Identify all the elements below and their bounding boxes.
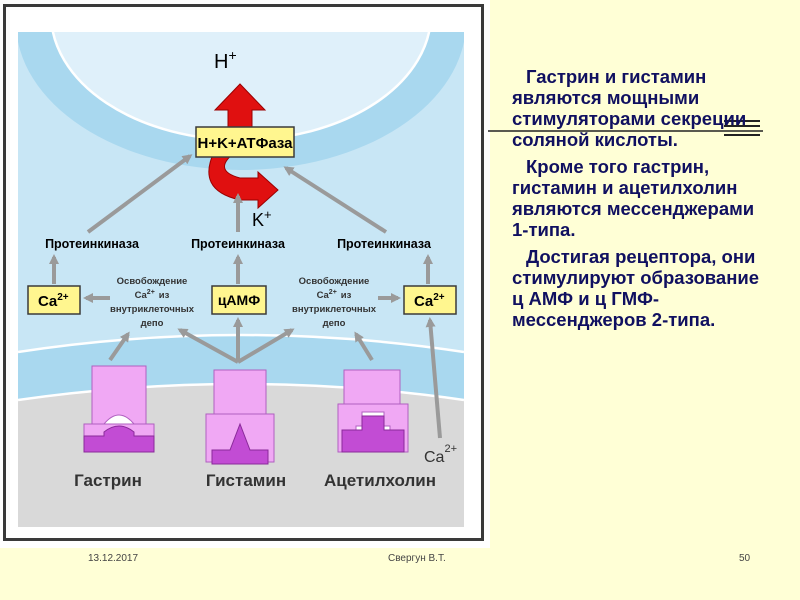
text-panel: Гастрин и гистамин являются мощными стим… [512,66,762,336]
svg-text:Ca2+из: Ca2+из [135,289,170,301]
acetylcholine-ligand [341,415,405,453]
ca-right-box [403,285,457,315]
ca-right-label: Ca2+ [414,292,445,310]
paragraph-2: Кроме того гастрин, гистамин и ацетилхол… [512,156,755,240]
svg-text:депо: депо [323,318,346,329]
release-text-left: Освобождение Ca2+из внутриклеточных депо [110,276,195,329]
gastrin-label: Гастрин [74,471,142,490]
footer-author: Свергун В.Т. [388,553,446,564]
ca-left-label: Ca2+ [38,292,69,310]
arrow-acetylcholine-to-release [354,331,374,362]
svg-text:Освобождение: Освобождение [117,276,188,287]
histamine-ligand [211,422,269,465]
svg-text:внутриклеточных: внутриклеточных [110,304,195,315]
arrow-extracellular-ca-entry [425,317,442,439]
histamine-receptor [205,369,275,465]
acetylcholine-label: Ацетилхолин [324,471,436,490]
gastrin-ligand [83,425,155,453]
histamine-label: Гистамин [206,471,286,490]
footer-page-number: 50 [739,553,751,564]
paragraph-3: Достигая рецептора, они стимулируют обра… [512,246,760,330]
release-text-right: Освобождение Ca2+из внутриклеточных депо [292,276,377,329]
ca-left-box [27,285,81,315]
potassium-pump-arrow-down [208,149,279,210]
footer-date: 13.12.2017 [88,553,139,564]
arrow-kinase-left-to-pump [86,154,193,234]
atpase-label: H+K+ATФаза [198,135,294,152]
decorative-lines [488,120,763,136]
gastrin-receptor [83,365,155,453]
svg-text:внутриклеточных: внутриклеточных [292,304,377,315]
kinase-right-label: Протеинкиназа [337,237,432,251]
arrow-histamine-to-release-right [236,328,295,364]
acetylcholine-receptor [337,369,409,453]
arrow-gastrin-to-release [108,331,130,362]
h-plus-label: H+ [214,47,237,73]
arrow-histamine-to-release-left [177,328,239,364]
svg-text:депо: депо [141,318,164,329]
camp-box [211,285,267,315]
atpase-box [195,126,295,158]
camp-label: цАМФ [218,292,260,308]
kinase-center-label: Протеинкиназа [191,237,286,251]
paragraph-1: Гастрин и гистамин являются мощными стим… [512,66,747,150]
extracellular-ca-label: Ca2+ [424,443,457,466]
parietal-cell-diagram: H+K+ATФаза H+ K+ Протеинкиназа Протеинки… [18,32,464,527]
k-plus-label: K+ [252,207,272,230]
arrow-kinase-right-to-pump [283,166,388,234]
kinase-left-label: Протеинкиназа [45,237,140,251]
svg-text:Ca2+из: Ca2+из [317,289,352,301]
svg-text:Освобождение: Освобождение [299,276,370,287]
